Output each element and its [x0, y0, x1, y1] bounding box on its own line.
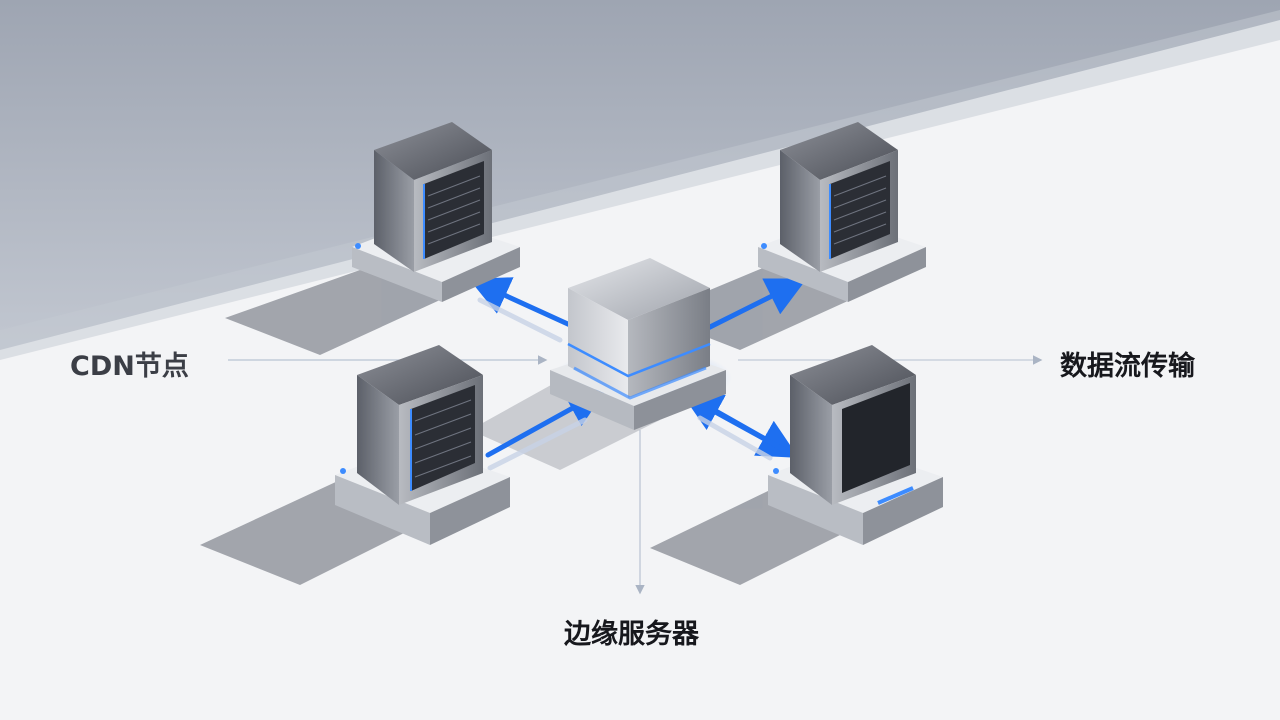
- cdn-node-bottom-right: [768, 345, 943, 545]
- arrow-bottom-right-b: [681, 393, 793, 456]
- arrow-to-top-right: [705, 278, 807, 331]
- cdn-node-bottom-left: [335, 345, 510, 545]
- cdn-node-label: CDN节点: [70, 351, 189, 382]
- edge-server-hub: [550, 258, 732, 430]
- arrow-to-top-left: [468, 277, 573, 328]
- cdn-node-top-right: [758, 122, 926, 302]
- shadow-band: [0, 0, 1280, 360]
- edge-server-label: 边缘服务器: [564, 619, 699, 650]
- data-flow-label: 数据流传输: [1060, 351, 1195, 382]
- cast-shadows: [200, 265, 860, 585]
- cdn-node-top-left: [352, 122, 520, 302]
- flow-arrows-faint: [477, 297, 773, 471]
